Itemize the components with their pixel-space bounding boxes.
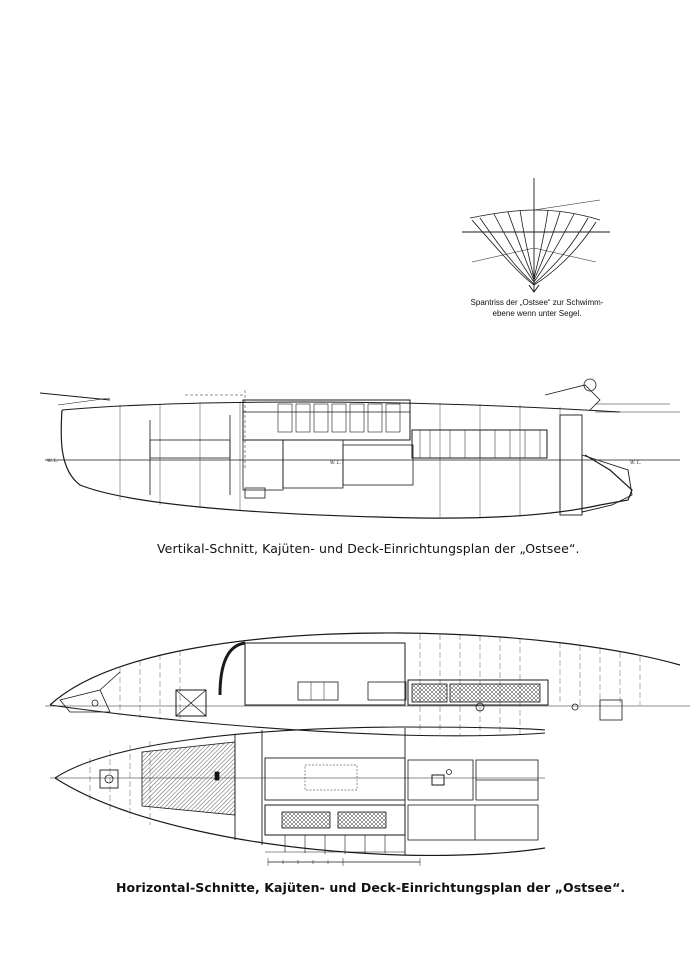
waterline-label-left: W. L. (47, 458, 59, 464)
horizontal-section-caption: Horizontal-Schnitte, Kajüten- und Deck-E… (116, 880, 626, 895)
deck-plan (45, 632, 690, 737)
vertical-section (39, 378, 680, 519)
vertical-section-caption: Vertikal-Schnitt, Kajüten- und Deck-Einr… (157, 541, 580, 556)
waterline-label-mid: W. L. (330, 460, 342, 466)
body-plan-caption: Spantriss der „Ostsee“ zur Schwimm- eben… (452, 297, 622, 319)
body-plan-caption-line1: Spantriss der „Ostsee“ zur Schwimm- (470, 298, 604, 307)
body-plan-caption-line2: ebene wenn unter Segel. (492, 309, 582, 318)
cabin-plan (50, 726, 546, 857)
body-plan (462, 178, 610, 293)
waterline-label-right: W. L. (630, 460, 642, 466)
scale-bar (267, 858, 421, 866)
